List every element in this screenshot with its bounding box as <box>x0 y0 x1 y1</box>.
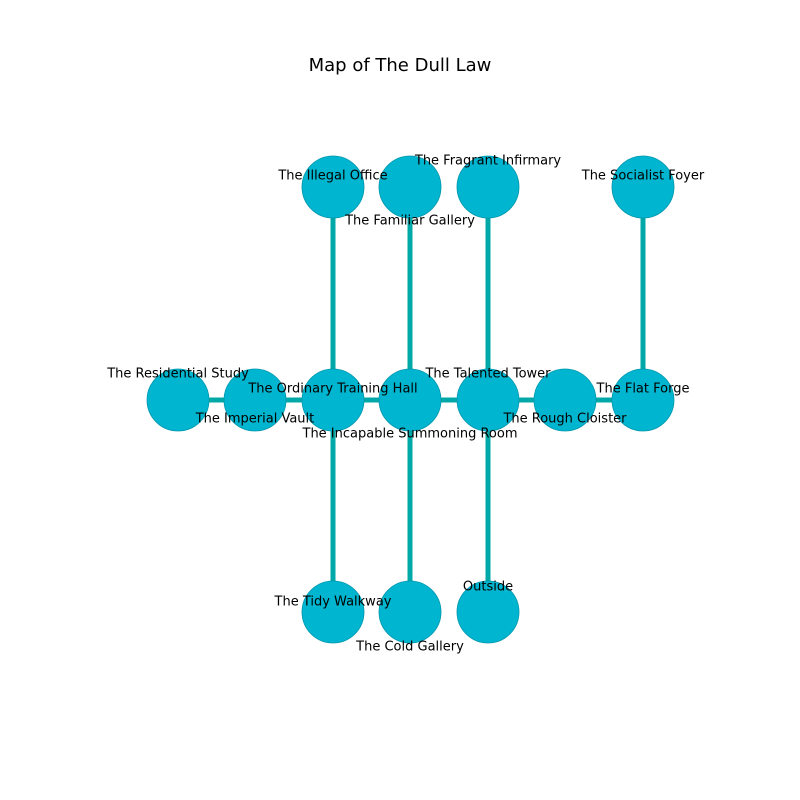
node-ordinary-training-hall[interactable] <box>301 368 365 432</box>
node-socialist-foyer[interactable] <box>611 155 675 219</box>
node-label-flat-forge: The Flat Forge <box>596 382 690 397</box>
node-label-imperial-vault: The Imperial Vault <box>195 412 315 427</box>
node-tidy-walkway[interactable] <box>301 580 365 644</box>
node-familiar-gallery[interactable] <box>378 155 442 219</box>
node-label-cold-gallery: The Cold Gallery <box>355 640 464 655</box>
node-label-outside: Outside <box>463 580 513 595</box>
node-label-illegal-office: The Illegal Office <box>277 169 387 184</box>
node-fragrant-infirmary[interactable] <box>456 155 520 219</box>
node-label-incapable-summoning-room: The Incapable Summoning Room <box>302 427 518 442</box>
node-label-residential-study: The Residential Study <box>106 367 249 382</box>
node-talented-tower[interactable] <box>456 368 520 432</box>
diagram-title: Map of The Dull Law <box>308 55 492 76</box>
node-label-rough-cloister: The Rough Cloister <box>502 412 627 427</box>
node-rough-cloister[interactable] <box>533 368 597 432</box>
node-label-talented-tower: The Talented Tower <box>424 367 551 382</box>
node-label-tidy-walkway: The Tidy Walkway <box>274 595 392 610</box>
node-label-fragrant-infirmary: The Fragrant Infirmary <box>414 154 562 169</box>
node-residential-study[interactable] <box>146 368 210 432</box>
node-illegal-office[interactable] <box>301 155 365 219</box>
node-flat-forge[interactable] <box>611 368 675 432</box>
edges-layer <box>178 187 646 612</box>
node-label-socialist-foyer: The Socialist Foyer <box>581 169 705 184</box>
nodes-layer <box>146 155 675 644</box>
node-label-familiar-gallery: The Familiar Gallery <box>344 214 475 229</box>
node-imperial-vault[interactable] <box>223 368 287 432</box>
node-label-ordinary-training-hall: The Ordinary Training Hall <box>247 382 417 397</box>
node-outside[interactable] <box>456 580 520 644</box>
node-cold-gallery[interactable] <box>378 580 442 644</box>
node-incapable-summoning-room[interactable] <box>378 368 442 432</box>
